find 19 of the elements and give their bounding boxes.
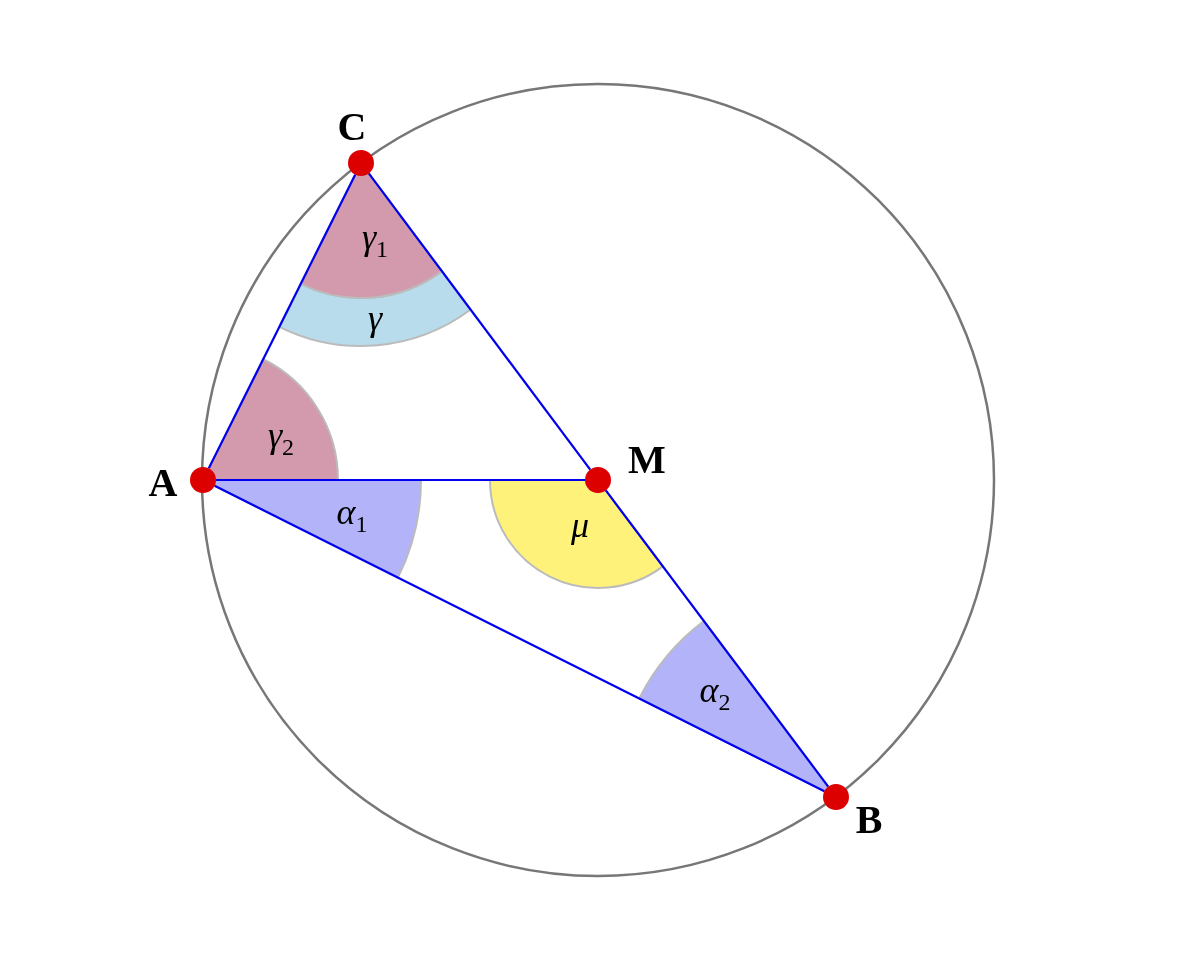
point-dot (585, 467, 611, 493)
triangle-side (216, 478, 585, 482)
triangle-side (207, 174, 357, 469)
point-dot (823, 784, 849, 810)
angle-label: γ (367, 300, 383, 336)
angle-label: α$_{1}$ (336, 493, 368, 537)
angle-label: μ (570, 507, 590, 543)
angle-label: γ$_{2}$ (267, 416, 295, 460)
triangle-side (214, 484, 825, 793)
triangle-side (367, 172, 592, 471)
point-label: M (628, 440, 666, 480)
point-label: B (855, 800, 883, 840)
point-dot (190, 467, 216, 493)
triangle-side (604, 489, 830, 788)
angle-label: γ$_{1}$ (361, 218, 389, 262)
angle-label: α$_{2}$ (699, 671, 731, 715)
point-label: A (148, 463, 178, 503)
point-label: C (337, 107, 367, 147)
point-dot (348, 150, 374, 176)
